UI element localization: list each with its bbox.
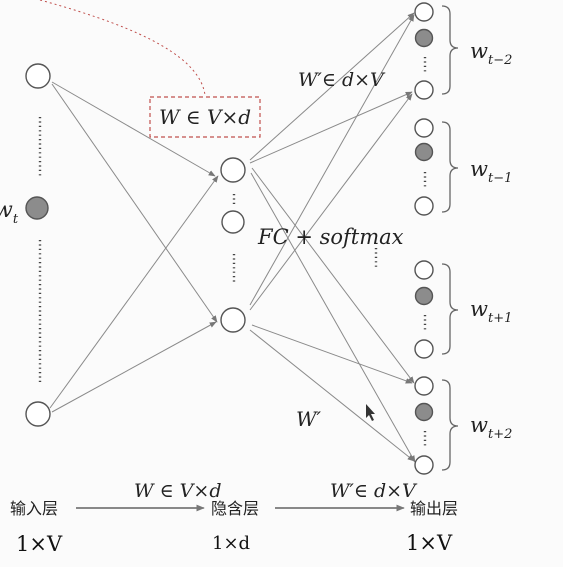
input-dim-label: 1×V — [16, 532, 63, 556]
w-matrix-label: W ∈ V×d — [159, 105, 251, 129]
input-node-bottom — [25, 401, 51, 427]
output-node — [414, 196, 434, 216]
input-layer-label: 输入层 — [10, 499, 58, 518]
input-node-top — [25, 63, 51, 89]
output-node — [414, 2, 434, 22]
arrow2-label: W′∈ d×V — [330, 480, 418, 502]
hidden-layer-label: 隐含层 — [211, 499, 259, 518]
w-prime-top-label: W′∈ d×V — [298, 69, 386, 91]
hidden-layer-nodes — [220, 157, 246, 333]
output-label-w: wt−1 — [470, 157, 512, 186]
w-prime-mid-label: W′ — [296, 407, 322, 431]
context-curve — [39, 0, 206, 96]
output-node — [414, 339, 434, 359]
input-node-wt — [25, 196, 49, 220]
output-group-labels: wt−2 wt−1 wt+1 wt+2 — [470, 39, 512, 442]
output-node — [414, 376, 434, 396]
output-node-filled — [414, 286, 434, 306]
output-label-w: wt+1 — [470, 297, 512, 326]
hidden-node-2 — [221, 210, 245, 234]
output-node — [414, 118, 434, 138]
arrow1-label: W ∈ V×d — [134, 480, 221, 502]
output-node — [414, 260, 434, 280]
input-layer-nodes — [25, 63, 51, 427]
output-layer-nodes — [414, 2, 434, 475]
hidden-node-3 — [220, 307, 246, 333]
output-label-w: wt+2 — [470, 413, 512, 442]
hidden-to-output-edges — [249, 12, 416, 463]
output-node-filled — [414, 28, 434, 48]
output-dim-label: 1×V — [406, 531, 453, 555]
input-to-hidden-edges — [49, 81, 219, 413]
hidden-node-1 — [220, 157, 246, 183]
output-layer-label: 输出层 — [410, 499, 458, 518]
fc-softmax-label: FC + softmax — [257, 225, 404, 249]
output-label-w: wt−2 — [470, 39, 512, 68]
output-node-filled — [414, 402, 434, 422]
output-node-filled — [414, 142, 434, 162]
output-node — [414, 80, 434, 100]
layer-flow: 输入层 W ∈ V×d 隐含层 W′∈ d×V 输出层 1×V 1×d 1×V — [10, 480, 458, 556]
input-word-label: wt — [0, 198, 19, 227]
w-matrix-box — [149, 96, 261, 138]
cursor-icon — [366, 404, 375, 421]
output-braces — [441, 5, 459, 471]
output-node — [414, 455, 434, 475]
hidden-dim-label: 1×d — [212, 533, 250, 554]
